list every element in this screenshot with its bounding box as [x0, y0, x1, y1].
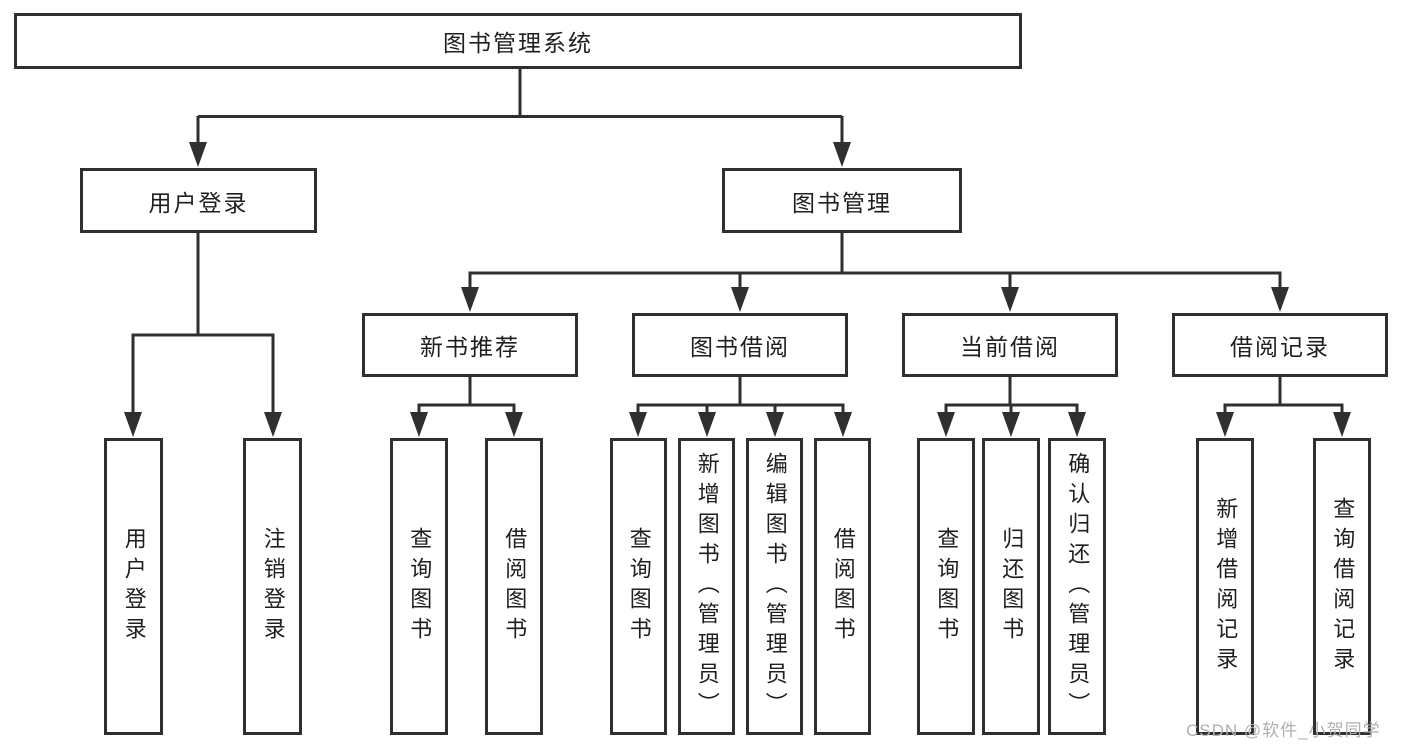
leaf-borrow-add: 新增图书（管理员）: [678, 438, 735, 735]
node-new-book-rec: 新书推荐: [362, 313, 578, 377]
leaf-user-login: 用户登录: [104, 438, 163, 735]
leaf-borrow-borrow-label: 借阅图书: [830, 526, 856, 647]
node-book-borrow: 图书借阅: [632, 313, 848, 377]
node-user-login: 用户登录: [80, 168, 317, 233]
leaf-borrow-query: 查询图书: [610, 438, 667, 735]
leaf-borrow-query-label: 查询图书: [626, 526, 652, 647]
csdn-watermark: CSDN @软件_小贺同学: [1186, 721, 1381, 740]
leaf-current-confirm-label: 确认归还（管理员）: [1065, 451, 1091, 722]
node-current-borrow: 当前借阅: [902, 313, 1118, 377]
leaf-newbook-query-label: 查询图书: [407, 526, 433, 647]
leaf-logout: 注销登录: [243, 438, 302, 735]
node-root: 图书管理系统: [14, 13, 1022, 69]
leaf-newbook-borrow-label: 借阅图书: [502, 526, 528, 647]
leaf-borrow-add-label: 新增图书（管理员）: [694, 451, 720, 722]
leaf-current-return: 归还图书: [982, 438, 1040, 735]
node-book-mgmt: 图书管理: [722, 168, 962, 233]
node-new-book-rec-label: 新书推荐: [420, 334, 520, 360]
node-current-borrow-label: 当前借阅: [960, 334, 1060, 360]
leaf-newbook-query: 查询图书: [390, 438, 448, 735]
leaf-newbook-borrow: 借阅图书: [485, 438, 543, 735]
node-root-label: 图书管理系统: [443, 30, 593, 56]
node-user-login-label: 用户登录: [148, 189, 249, 216]
node-book-mgmt-label: 图书管理: [792, 189, 892, 216]
leaf-records-query: 查询借阅记录: [1313, 438, 1371, 735]
node-borrow-records: 借阅记录: [1172, 313, 1388, 377]
node-borrow-records-label: 借阅记录: [1230, 334, 1330, 360]
leaf-user-login-label: 用户登录: [121, 526, 147, 647]
leaf-records-add: 新增借阅记录: [1196, 438, 1254, 735]
leaf-current-query: 查询图书: [917, 438, 975, 735]
leaf-borrow-borrow: 借阅图书: [814, 438, 871, 735]
leaf-logout-label: 注销登录: [260, 526, 286, 647]
leaf-records-add-label: 新增借阅记录: [1213, 496, 1239, 677]
leaf-current-confirm: 确认归还（管理员）: [1048, 438, 1106, 735]
leaf-borrow-edit-label: 编辑图书（管理员）: [762, 451, 788, 722]
node-book-borrow-label: 图书借阅: [690, 334, 790, 360]
leaf-current-return-label: 归还图书: [999, 526, 1025, 647]
leaf-records-query-label: 查询借阅记录: [1330, 496, 1356, 677]
leaf-borrow-edit: 编辑图书（管理员）: [746, 438, 803, 735]
leaf-current-query-label: 查询图书: [934, 526, 960, 647]
